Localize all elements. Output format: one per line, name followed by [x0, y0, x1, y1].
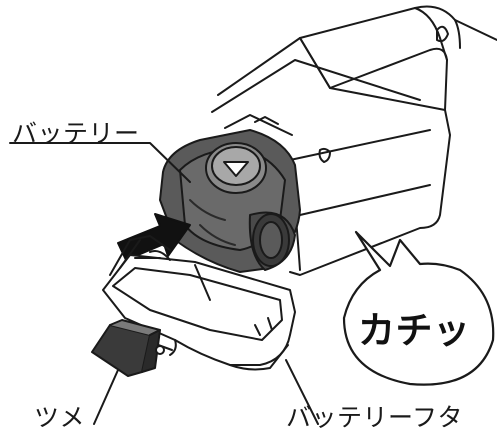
click-speech-bubble	[342, 230, 495, 386]
battery-cover-leader-line	[285, 359, 319, 425]
device-handle	[299, 5, 497, 111]
battery-cover	[102, 235, 296, 371]
battery-label: バッテリー	[12, 119, 140, 148]
latch-tab	[91, 319, 165, 377]
arrow-right-icon	[117, 213, 191, 261]
tab-label: ツメ	[34, 403, 86, 432]
battery-cover-label: バッテリーフタ	[286, 403, 464, 432]
battery-leader-line	[9, 142, 191, 183]
click-sound-label: カチッ	[358, 309, 471, 352]
triangle-down-icon	[223, 161, 249, 177]
eject-button	[205, 142, 267, 194]
tab-leader-line	[93, 369, 119, 425]
